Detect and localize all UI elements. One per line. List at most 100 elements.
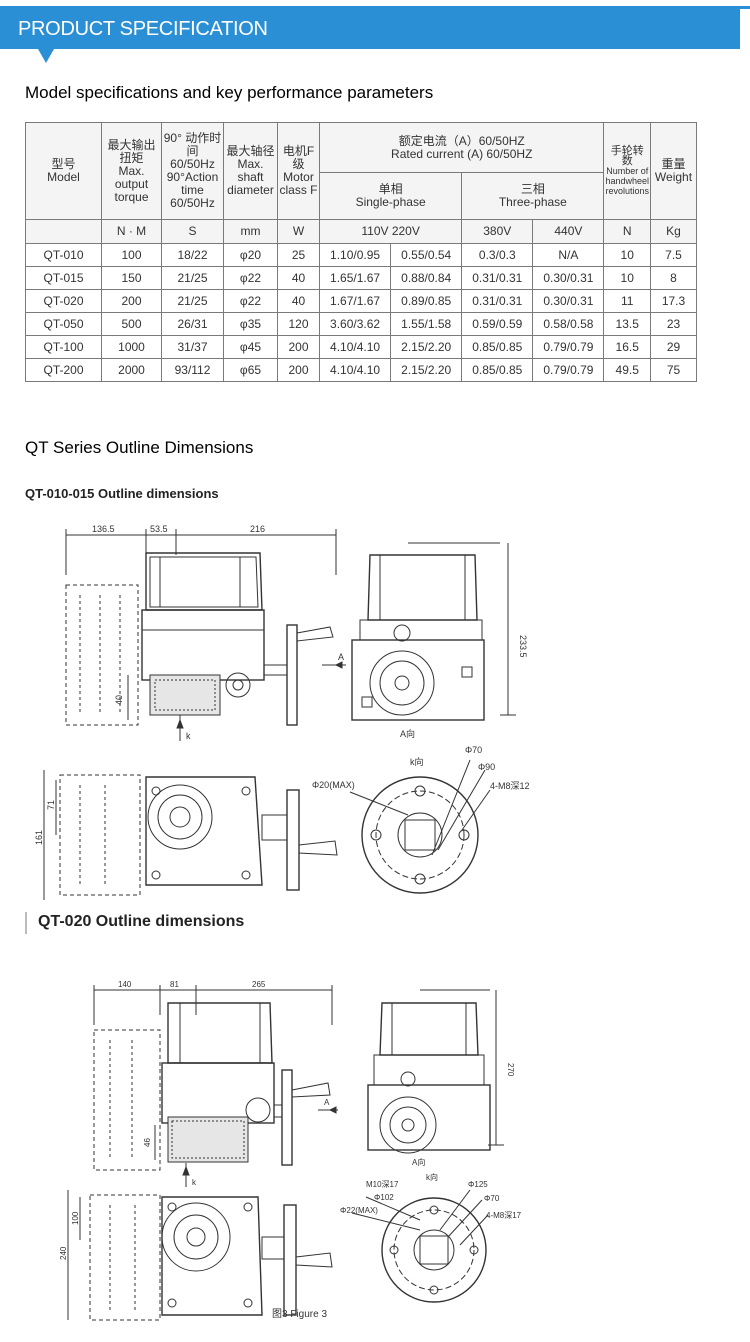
table-cell: QT-100 — [25, 335, 102, 359]
unit-cell: mm — [223, 219, 278, 244]
table-cell: 4.10/4.10 — [318, 358, 392, 382]
table-cell: 0.30/0.31 — [532, 266, 605, 290]
drawing1-svg: 136.5 53.5 216 40 k A 233.5 A向 71 161 k向… — [34, 524, 530, 900]
table-cell: 120 — [277, 312, 320, 336]
dim-label: 40 — [114, 695, 124, 705]
table-cell: 10 — [603, 266, 651, 290]
table-cell: 150 — [101, 266, 162, 290]
unit-cell: 110V 220V — [318, 219, 463, 244]
table-cell: 4.10/4.10 — [318, 335, 392, 359]
table-cell: 0.30/0.31 — [532, 289, 605, 313]
table-cell: 200 — [277, 335, 320, 359]
table-cell: 16.5 — [603, 335, 651, 359]
table-cell: φ20 — [223, 243, 278, 267]
table-cell: 1.65/1.67 — [318, 266, 392, 290]
table-cell: 0.31/0.31 — [461, 289, 534, 313]
table-cell: QT-015 — [25, 266, 102, 290]
unit-cell — [25, 219, 102, 244]
dim-label: Φ70 — [484, 1194, 500, 1203]
dim-label: 46 — [143, 1138, 152, 1147]
table-cell: 0.3/0.3 — [461, 243, 534, 267]
table-cell: φ35 — [223, 312, 278, 336]
table-cell: 0.31/0.31 — [461, 266, 534, 290]
table-cell: 25 — [277, 243, 320, 267]
dim-label: 136.5 — [92, 524, 115, 534]
dim-label: Φ125 — [468, 1180, 488, 1189]
table-cell: φ45 — [223, 335, 278, 359]
table-cell: φ65 — [223, 358, 278, 382]
table-cell: 2.15/2.20 — [390, 335, 463, 359]
arrow-k-label: k — [186, 731, 191, 741]
table-cell: 0.58/0.58 — [532, 312, 605, 336]
unit-cell: N — [603, 219, 651, 244]
table-cell: 17.3 — [650, 289, 697, 313]
banner-top-line — [0, 6, 750, 9]
unit-cell: Kg — [650, 219, 697, 244]
outline-heading: QT Series Outline Dimensions — [25, 438, 254, 457]
table-cell: 200 — [101, 289, 162, 313]
table-cell: 75 — [650, 358, 697, 382]
table-cell: 31/37 — [161, 335, 224, 359]
view-k-label: k向 — [410, 756, 424, 767]
table-cell: φ22 — [223, 266, 278, 290]
view-a-label: A向 — [412, 1157, 425, 1167]
table-cell: 1000 — [101, 335, 162, 359]
unit-cell: N · M — [101, 219, 162, 244]
dim-label: 265 — [252, 980, 266, 989]
table-cell: 1.67/1.67 — [318, 289, 392, 313]
table-cell: 40 — [277, 266, 320, 290]
table-cell: 1.55/1.58 — [390, 312, 463, 336]
table-cell: 23 — [650, 312, 697, 336]
table-cell: 100 — [101, 243, 162, 267]
dim-label: 140 — [118, 980, 132, 989]
drawing2-svg: 140 81 265 46 k A 270 A向 100 240 k向 M10深… — [59, 980, 522, 1321]
table-cell: 0.85/0.85 — [461, 358, 534, 382]
dim-label: 240 — [59, 1246, 68, 1260]
table-cell: 18/22 — [161, 243, 224, 267]
table-cell: QT-010 — [25, 243, 102, 267]
arrow-a-label: A — [324, 1098, 330, 1107]
banner-title: PRODUCT SPECIFICATION — [18, 18, 268, 40]
dim-label: 100 — [71, 1211, 80, 1225]
dim-label: 4-M8深12 — [490, 781, 530, 791]
dim-label: 216 — [250, 524, 265, 534]
dim-label: Φ90 — [478, 762, 495, 772]
unit-cell: W — [277, 219, 320, 244]
dim-label: 161 — [34, 830, 44, 845]
table-cell: QT-020 — [25, 289, 102, 313]
table-cell: 10 — [603, 243, 651, 267]
spec-heading: Model specifications and key performance… — [25, 83, 434, 102]
table-cell: 13.5 — [603, 312, 651, 336]
dim-label: 81 — [170, 980, 179, 989]
dim-label: 53.5 — [150, 524, 168, 534]
section-banner: PRODUCT SPECIFICATION — [0, 9, 740, 49]
table-cell: 0.55/0.54 — [390, 243, 463, 267]
table-cell: 11 — [603, 289, 651, 313]
table-cell: 0.88/0.84 — [390, 266, 463, 290]
dim-label: Φ102 — [374, 1193, 394, 1202]
title-marker — [25, 912, 27, 934]
drawing2-title: QT-020 Outline dimensions — [38, 913, 245, 930]
figure-caption: 图3 Figure 3 — [272, 1308, 327, 1320]
view-a-label: A向 — [400, 728, 415, 739]
table-cell: 49.5 — [603, 358, 651, 382]
table-cell: 93/112 — [161, 358, 224, 382]
table-cell: QT-050 — [25, 312, 102, 336]
dim-label: 71 — [46, 800, 56, 810]
dim-label: 270 — [506, 1063, 515, 1077]
dim-label: M10深17 — [366, 1180, 399, 1189]
view-k-label: k向 — [426, 1172, 438, 1182]
